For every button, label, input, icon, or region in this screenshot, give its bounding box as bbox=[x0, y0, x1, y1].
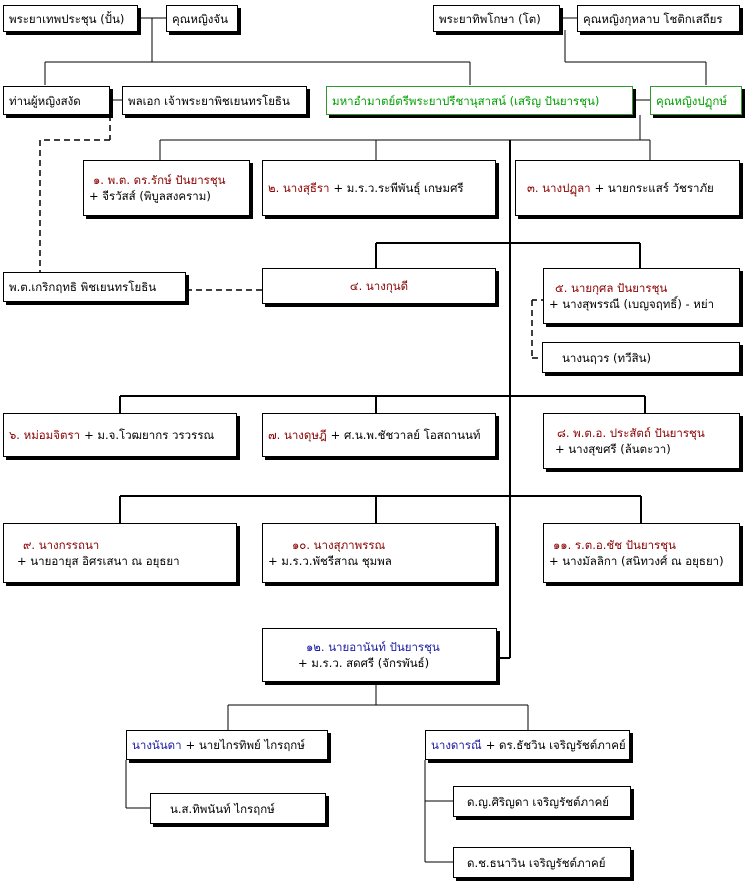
child-name: ๒. นางสุธีรา bbox=[268, 181, 330, 195]
person-chaophraya-phichayen: พลเอก เจ้าพระยาพิชเยนทรโยธิน bbox=[122, 86, 307, 115]
child-5-spouse2-box: นางนฤวร (ทวีสิน) bbox=[542, 342, 740, 373]
person-name: มหาอำมาตย์ตรีพระยาปรีชานุสาสน์ (เสริญ ปั… bbox=[332, 93, 600, 108]
child-6-box: ๖. หม่อมจิตรา + ม.จ.โวฒยากร วรวรรณ bbox=[3, 413, 237, 457]
child-8-box: ๘. พ.ต.อ. ประสัตถ์ ปันยารชุน + นางสุขศรี… bbox=[543, 413, 740, 469]
child-7-box: ๗. นางดุษฎี + ศ.น.พ.ชัชวาลย์ โอสถานนท์ bbox=[262, 413, 496, 457]
spouse-name: + นายกระแสร์ วัชราภัย bbox=[594, 181, 714, 195]
person-khunying-pluek: คุณหญิงปฏุกษ์ bbox=[650, 86, 742, 115]
child-name: ๓. นางปฏุลา bbox=[527, 181, 591, 195]
child-9-box: ๙. นางกรรถนา + นายอายุส อิศรเสนา ณ อยุธย… bbox=[3, 523, 237, 583]
grandchild-name: นางนันดา bbox=[132, 738, 182, 752]
person-name: น.ส.ทิพนันท์ ไกรฤกษ์ bbox=[170, 801, 275, 816]
child-4-box: ๔. นางกุนดี bbox=[262, 268, 496, 304]
spouse-name: + นายอายุส อิศรเสนา ณ อยุธยา bbox=[17, 554, 180, 568]
child-5-box: ๕. นายกุศล ปันยารชุน + นางสุพรรณี (เบญจฤ… bbox=[543, 268, 740, 324]
child-3-box: ๓. นางปฏุลา + นายกระแสร์ วัชราภัย bbox=[515, 160, 740, 216]
spouse-name: นางนฤวร (ทวีสิน) bbox=[562, 350, 651, 365]
person-name: คุณหญิงจัน bbox=[172, 11, 228, 26]
spouse-name: + นางสุพรรณี (เบญจฤทธิ์) - หย่า bbox=[549, 297, 715, 311]
great-grandchild-thanawin-box: ด.ช.ธนาวิน เจริญรัชต์ภาคย์ bbox=[453, 847, 631, 878]
child-name: ๑๒. นายอานันท์ ปันยารชุน bbox=[306, 640, 440, 654]
child-name: ๑๑. ร.ต.อ.ชัช ปันยารชุน bbox=[553, 538, 676, 552]
child-name: ๕. นายกุศล ปันยารชุน bbox=[555, 281, 668, 295]
spouse-name: + ม.ร.ว.ระพีพันธุ์ เกษมศรี bbox=[333, 181, 464, 195]
person-name: ด.ช.ธนาวิน เจริญรัชต์ภาคย์ bbox=[467, 855, 606, 870]
spouse-name: + ม.ร.ว. สดศรี (จักรพันธ์) bbox=[298, 656, 430, 670]
spouse-name: + ม.จ.โวฒยากร วรวรรณ bbox=[84, 428, 215, 442]
person-name: ท่านผู้หญิงสงัด bbox=[9, 93, 81, 108]
spouse-name: + ดร.ธัชวิน เจริญรัชต์ภาคย์ bbox=[485, 738, 626, 752]
child-2-box: ๒. นางสุธีรา + ม.ร.ว.ระพีพันธุ์ เกษมศรี bbox=[262, 160, 496, 216]
child-name: ๙. นางกรรถนา bbox=[23, 538, 100, 552]
person-name: ด.ญ.ศิริญดา เจริญรัชต์ภาคย์ bbox=[467, 794, 609, 809]
spouse-name: + ศ.น.พ.ชัชวาลย์ โอสถานนท์ bbox=[330, 428, 481, 442]
person-name: พลเอก เจ้าพระยาพิชเยนทรโยธิน bbox=[128, 93, 290, 108]
person-name: คุณหญิงกุหลาบ โชติกเสถียร bbox=[583, 11, 723, 26]
child-name: ๗. นางดุษฎี bbox=[268, 428, 327, 442]
person-phraya-preecha: มหาอำมาตย์ตรีพระยาปรีชานุสาสน์ (เสริญ ปั… bbox=[326, 86, 633, 115]
child-name: ๑. พ.ต. ดร.รักษ์ ปันยารชุน bbox=[93, 173, 226, 187]
grandchild-name: นางดารณี bbox=[431, 738, 482, 752]
child-name: ๑๐. นางสุภาพรรณ bbox=[292, 538, 386, 552]
child-name: ๘. พ.ต.อ. ประสัตถ์ ปันยารชุน bbox=[557, 426, 705, 440]
child-name: ๔. นางกุนดี bbox=[349, 279, 409, 293]
child-1-box: ๑. พ.ต. ดร.รักษ์ ปันยารชุน + จีรวัสส์ (พ… bbox=[83, 160, 250, 216]
child-11-box: ๑๑. ร.ต.อ.ชัช ปันยารชุน + นางมัลลิกา (สน… bbox=[543, 523, 740, 583]
spouse-name: + ม.ร.ว.พัชรีสาณ ชุมพล bbox=[268, 554, 392, 568]
person-khunying-chan: คุณหญิงจัน bbox=[166, 5, 238, 32]
spouse-name: + นางมัลลิกา (สนิทวงศ์ ณ อยุธยา) bbox=[549, 554, 724, 568]
person-khunying-kulab: คุณหญิงกุหลาบ โชติกเสถียร bbox=[577, 5, 740, 32]
spouse-name: + จีรวัสส์ (พิบูลสงคราม) bbox=[89, 189, 211, 203]
person-phraya-thep-prachun: พระยาเทพประชุน (ปั้น) bbox=[3, 5, 138, 32]
person-name: พระยาเทพประชุน (ปั้น) bbox=[9, 11, 125, 26]
child-name: ๖. หม่อมจิตรา bbox=[9, 428, 81, 442]
person-phraya-thip-kosa: พระยาทิพโกษา (โต) bbox=[433, 5, 560, 32]
spouse-name: + นางสุขศรี (ล้นตะวา) bbox=[555, 442, 671, 456]
grandchild-dararani-box: นางดารณี + ดร.ธัชวิน เจริญรัชต์ภาคย์ bbox=[425, 730, 630, 760]
child-10-box: ๑๐. นางสุภาพรรณ + ม.ร.ว.พัชรีสาณ ชุมพล bbox=[262, 523, 496, 583]
person-name: คุณหญิงปฏุกษ์ bbox=[656, 93, 727, 108]
great-grandchild-siriyada-box: ด.ญ.ศิริญดา เจริญรัชต์ภาคย์ bbox=[453, 786, 631, 817]
grandchild-nandana-box: นางนันดา + นายไกรทิพย์ ไกรฤกษ์ bbox=[126, 730, 328, 760]
great-grandchild-thipnan-box: น.ส.ทิพนันท์ ไกรฤกษ์ bbox=[150, 793, 326, 824]
person-name: พระยาทิพโกษา (โต) bbox=[439, 11, 541, 26]
spouse-name: + นายไกรทิพย์ ไกรฤกษ์ bbox=[185, 738, 305, 752]
child-12-box: ๑๒. นายอานันท์ ปันยารชุน + ม.ร.ว. สดศรี … bbox=[262, 628, 497, 682]
person-kriangrit-phichayen: พ.ต.เกริกฤทธิ พิชเยนทรโยธิน bbox=[3, 272, 186, 302]
person-name: พ.ต.เกริกฤทธิ พิชเยนทรโยธิน bbox=[9, 280, 157, 294]
person-than-phuying-sangat: ท่านผู้หญิงสงัด bbox=[3, 86, 110, 115]
